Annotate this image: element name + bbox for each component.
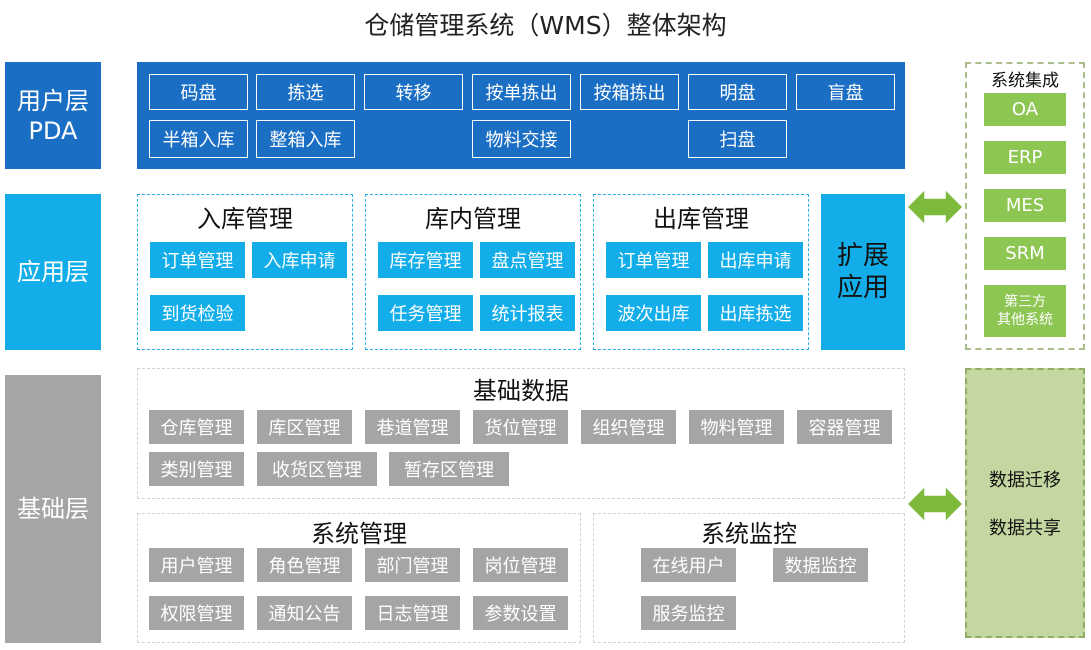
system-monitor-title: 系统监控 <box>701 520 797 548</box>
sys-chip-notice[interactable]: 通知公告 <box>257 596 352 630</box>
system-monitor-box: 系统监控 <box>593 513 905 643</box>
user-btn-scan-pallet[interactable]: 扫盘 <box>688 120 787 158</box>
inbound-chip-apply[interactable]: 入库申请 <box>252 242 347 278</box>
user-btn-half-box-inbound[interactable]: 半箱入库 <box>149 120 248 158</box>
basic-chip-warehouse[interactable]: 仓库管理 <box>149 410 244 444</box>
user-btn-pick-by-order[interactable]: 按单拣出 <box>472 74 571 110</box>
sys-chip-role[interactable]: 角色管理 <box>257 548 352 582</box>
inventory-chip-report[interactable]: 统计报表 <box>480 295 575 331</box>
sys-chip-position[interactable]: 岗位管理 <box>473 548 568 582</box>
layer-label-user: 用户层 PDA <box>5 62 101 169</box>
sys-chip-parameters[interactable]: 参数设置 <box>473 596 568 630</box>
basic-chip-container[interactable]: 容器管理 <box>797 410 892 444</box>
sys-chip-user[interactable]: 用户管理 <box>149 548 244 582</box>
user-btn-transfer[interactable]: 转移 <box>364 74 463 110</box>
inbound-management-title: 入库管理 <box>197 205 293 233</box>
basic-data-box: 基础数据 <box>137 368 905 499</box>
basic-chip-aisle[interactable]: 巷道管理 <box>365 410 460 444</box>
system-integration-title: 系统集成 <box>991 71 1059 91</box>
user-btn-open-count[interactable]: 明盘 <box>688 74 787 110</box>
user-btn-palletize[interactable]: 码盘 <box>149 74 248 110</box>
basic-chip-location[interactable]: 货位管理 <box>473 410 568 444</box>
system-management-title: 系统管理 <box>311 520 407 548</box>
integration-chip-third-party[interactable]: 第三方 其他系统 <box>984 285 1066 337</box>
user-layer-panel <box>137 62 905 169</box>
outbound-chip-apply[interactable]: 出库申请 <box>708 242 803 278</box>
sys-chip-log[interactable]: 日志管理 <box>365 596 460 630</box>
inventory-chip-count[interactable]: 盘点管理 <box>480 242 575 278</box>
user-btn-full-box-inbound[interactable]: 整箱入库 <box>256 120 355 158</box>
inventory-chip-task[interactable]: 任务管理 <box>378 295 473 331</box>
inventory-management-title: 库内管理 <box>425 205 521 233</box>
outbound-chip-picking[interactable]: 出库拣选 <box>708 295 803 331</box>
layer-label-base: 基础层 <box>5 375 101 643</box>
basic-chip-staging-area[interactable]: 暂存区管理 <box>389 452 509 486</box>
data-migration-label: 数据迁移 <box>989 470 1061 491</box>
basic-chip-receiving-area[interactable]: 收货区管理 <box>257 452 377 486</box>
user-btn-pick[interactable]: 拣选 <box>256 74 355 110</box>
basic-chip-category[interactable]: 类别管理 <box>149 452 244 486</box>
user-btn-material-handover[interactable]: 物料交接 <box>472 120 571 158</box>
inbound-chip-order[interactable]: 订单管理 <box>150 242 245 278</box>
outbound-chip-order[interactable]: 订单管理 <box>606 242 701 278</box>
system-management-box: 系统管理 <box>137 513 581 643</box>
data-sharing-label: 数据共享 <box>989 518 1061 539</box>
inventory-chip-stock[interactable]: 库存管理 <box>378 242 473 278</box>
basic-chip-zone[interactable]: 库区管理 <box>257 410 352 444</box>
outbound-chip-wave[interactable]: 波次出库 <box>606 295 701 331</box>
extension-apps[interactable]: 扩展 应用 <box>821 194 905 350</box>
integration-chip-srm[interactable]: SRM <box>984 237 1066 270</box>
integration-chip-mes[interactable]: MES <box>984 189 1066 222</box>
user-btn-blind-count[interactable]: 盲盘 <box>796 74 895 110</box>
inventory-management-box: 库内管理 <box>365 194 581 350</box>
user-btn-pick-by-box[interactable]: 按箱拣出 <box>580 74 679 110</box>
monitor-chip-service[interactable]: 服务监控 <box>641 596 736 630</box>
page-title: 仓储管理系统（WMS）整体架构 <box>364 11 727 40</box>
outbound-management-title: 出库管理 <box>653 205 749 233</box>
basic-chip-organization[interactable]: 组织管理 <box>581 410 676 444</box>
basic-data-title: 基础数据 <box>473 377 569 405</box>
monitor-chip-data[interactable]: 数据监控 <box>773 548 868 582</box>
system-integration-box: 系统集成 <box>965 62 1085 350</box>
sys-chip-permission[interactable]: 权限管理 <box>149 596 244 630</box>
data-exchange-box: 数据迁移 数据共享 <box>965 368 1085 638</box>
integration-chip-oa[interactable]: OA <box>984 93 1066 126</box>
layer-label-app: 应用层 <box>5 194 101 350</box>
double-arrow-icon <box>905 187 965 227</box>
inbound-management-box: 入库管理 <box>137 194 353 350</box>
basic-chip-material[interactable]: 物料管理 <box>689 410 784 444</box>
outbound-management-box: 出库管理 <box>593 194 809 350</box>
sys-chip-department[interactable]: 部门管理 <box>365 548 460 582</box>
integration-chip-erp[interactable]: ERP <box>984 141 1066 174</box>
double-arrow-icon <box>905 484 965 524</box>
monitor-chip-online-users[interactable]: 在线用户 <box>641 548 736 582</box>
inbound-chip-inspection[interactable]: 到货检验 <box>150 295 245 331</box>
